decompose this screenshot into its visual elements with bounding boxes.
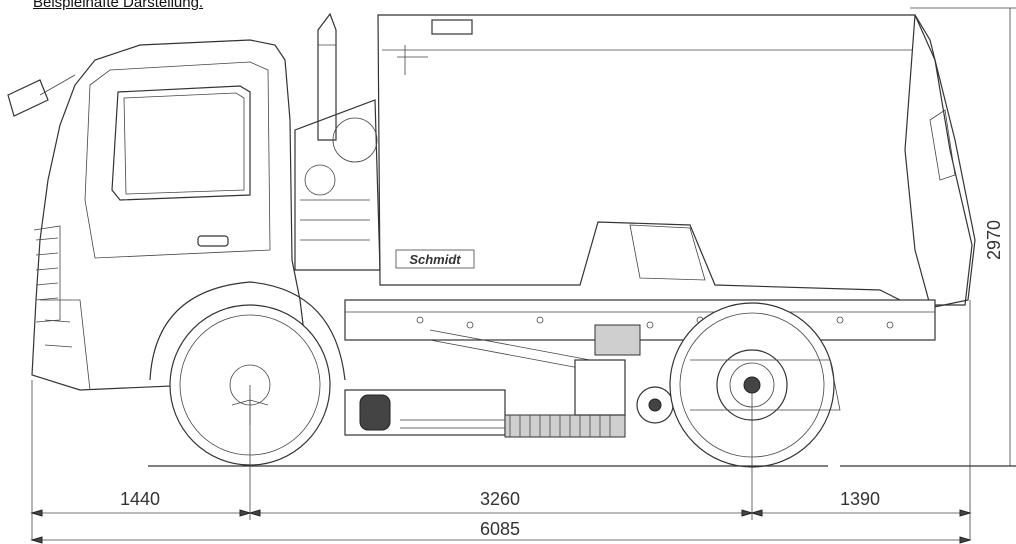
wheelbase-label: 3260	[480, 489, 520, 509]
overall-height-label: 2970	[984, 220, 1004, 260]
sweeper-unit	[344, 359, 674, 438]
overall-length-label: 6085	[480, 519, 520, 539]
brand-logo: Schmidt	[409, 252, 461, 267]
front-overhang-label: 1440	[120, 489, 160, 509]
rear-overhang-label: 1390	[840, 489, 880, 509]
chassis-frame	[344, 299, 936, 371]
exhaust-stack	[294, 12, 381, 271]
hopper-body: Schmidt	[377, 14, 976, 311]
dimension-lines	[30, 7, 1016, 544]
caption: Beispielhafte Darstellung.	[33, 0, 204, 11]
